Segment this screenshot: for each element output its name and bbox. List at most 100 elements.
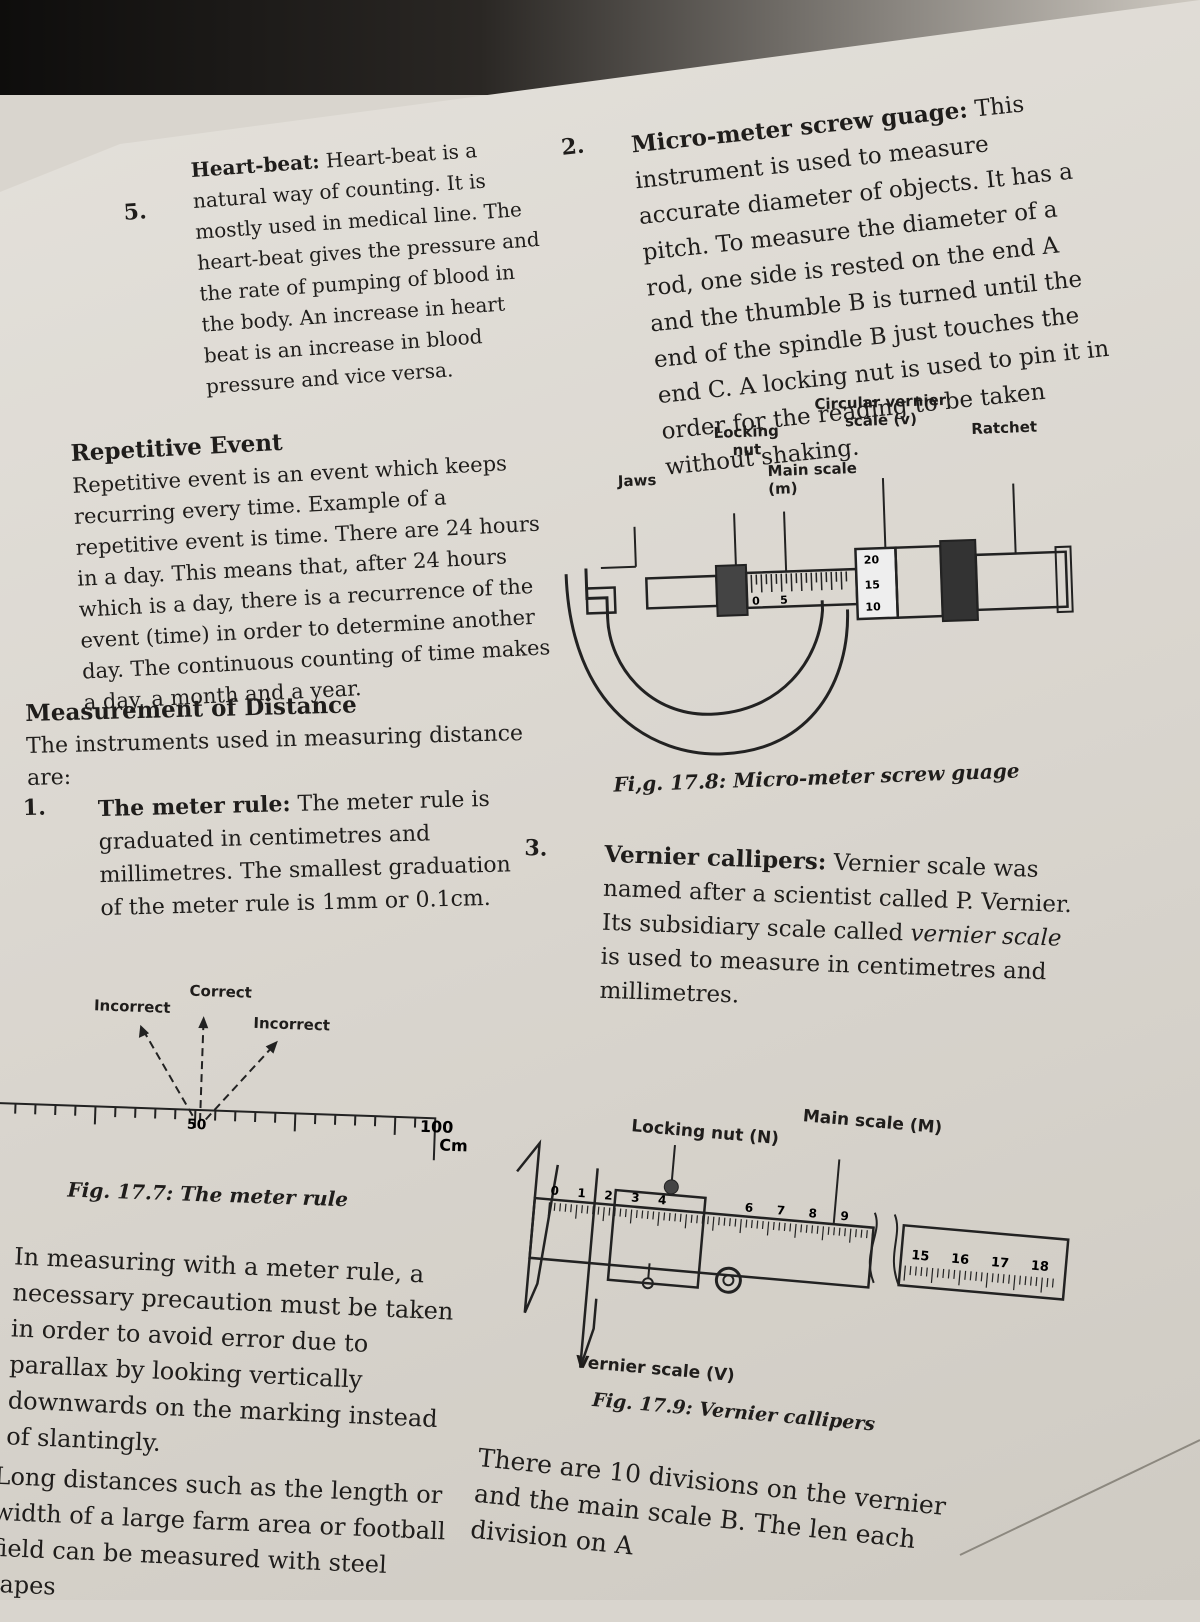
vernier-main-tick (658, 1212, 659, 1226)
vernier-right-tick (959, 1270, 960, 1285)
parallax-paragraph: In measuring with a meter rule, a necess… (6, 1238, 470, 1474)
repetitive-event-section: Repetitive Event Repetitive event is an … (70, 415, 554, 718)
vernier-main-tick (790, 1223, 791, 1231)
vernier-main-tick (839, 1228, 840, 1236)
circular-mark-15: 15 (864, 578, 880, 592)
meter-rule-tick (295, 1113, 296, 1131)
vernier-main-tick (812, 1225, 813, 1233)
vernier-right-tick (1025, 1276, 1026, 1285)
main-scale-tick (821, 572, 822, 590)
vernier-main-tick (565, 1204, 566, 1212)
figure-micrometer: Locking nut Circular vernier scale (v) R… (540, 380, 1114, 799)
label-circular-vernier: Circular vernier scale (v) (810, 391, 951, 432)
vernier-main-tick (642, 1210, 643, 1218)
vernier-main-tick (806, 1225, 807, 1233)
long-distance-paragraph: Long distances such as the length or wid… (0, 1458, 460, 1622)
item-5-title: Heart-beat: (190, 149, 320, 182)
vernier-number: 16 (950, 1252, 969, 1269)
main-scale-tick (801, 573, 802, 591)
meter-rule-tick (95, 1106, 96, 1124)
vernier-main-tick (719, 1217, 720, 1225)
vernier-main-tick (675, 1213, 676, 1221)
vernier-right-tick (981, 1272, 982, 1281)
main-scale-tick (841, 572, 842, 590)
vernier-main-tick (615, 1208, 616, 1216)
vernier-main-tick (620, 1209, 621, 1217)
vernier-main-tick (767, 1222, 768, 1236)
item-3-text2: is used to measure in centimetres and mi… (599, 944, 1047, 1009)
vernier-main-tick (571, 1204, 572, 1212)
vernier-number: 0 (550, 1183, 560, 1198)
main-scale-tick (831, 572, 832, 590)
item-5: 5. Heart-beat: Heart-beat is a natural w… (120, 131, 556, 408)
vernier-main-tick (845, 1228, 846, 1236)
vernier-number: 17 (990, 1255, 1009, 1272)
vernier-right-tick (916, 1267, 917, 1276)
main-mark-5: 5 (780, 593, 788, 606)
vernier-number: 1 (577, 1186, 587, 1201)
vernier-main-tick (746, 1220, 747, 1228)
vernier-main-tick (817, 1226, 818, 1234)
vernier-main-tick (691, 1215, 692, 1223)
vernier-right-tick (1041, 1278, 1042, 1293)
item-5-number: 5. (123, 198, 148, 226)
vernier-right-tick (931, 1268, 932, 1283)
vernier-right-tick (910, 1266, 911, 1275)
vernier-right-tick (1031, 1277, 1032, 1286)
meter-rule-ticks (0, 1103, 415, 1136)
vernier-main-tick (587, 1206, 588, 1214)
vernier-right-tick (1020, 1276, 1021, 1285)
vernier-main-tick (702, 1216, 703, 1224)
vernier-main-tick (779, 1222, 780, 1230)
unit-cm: Cm (439, 1135, 468, 1155)
vernier-main-tick (647, 1211, 648, 1219)
meter-rule-drawing: 50 100 Cm (0, 995, 499, 1162)
item-3-paragraph: Vernier callipers: Vernier scale was nam… (599, 838, 1085, 1025)
vernier-main-tick (752, 1220, 753, 1228)
vernier-right-tick (986, 1273, 987, 1288)
item-1-title: The meter rule: (98, 791, 291, 822)
vernier-main-tick (576, 1205, 577, 1219)
vernier-main-tick (697, 1215, 698, 1223)
item-1-number: 1. (22, 794, 46, 821)
vernier-main-tick (872, 1231, 873, 1239)
vernier-main-tick (664, 1212, 665, 1220)
measurement-of-distance-section: Measurement of Distance The instruments … (25, 687, 531, 927)
vernier-number: 2 (604, 1188, 614, 1203)
vernier-main-tick (724, 1218, 725, 1226)
vernier-right-tick (1052, 1279, 1053, 1288)
vernier-right-tick (1003, 1274, 1004, 1283)
item-5-paragraph: Heart-beat: Heart-beat is a natural way … (190, 131, 551, 402)
vernier-right-tick (976, 1272, 977, 1281)
vernier-main-tick (740, 1219, 741, 1233)
vernier-number: 4 (658, 1193, 668, 1208)
item-3: 3. Vernier callipers: Vernier scale was … (519, 835, 1095, 1025)
vernier-main-tick (669, 1213, 670, 1221)
main-scale-tick (781, 574, 782, 592)
label-correct: Correct (189, 982, 252, 1002)
meter-rule-tick (395, 1117, 396, 1135)
vernier-right-tick (970, 1271, 971, 1280)
vernier-main-tick (757, 1221, 758, 1229)
vernier-right-tick (1047, 1278, 1048, 1287)
vernier-main-tick (554, 1203, 555, 1211)
item-2-number: 2. (560, 133, 586, 161)
vernier-main-tick (795, 1224, 796, 1238)
vernier-main-tick (850, 1229, 851, 1243)
vernier-number: 18 (1030, 1259, 1049, 1276)
vernier-right-tick (926, 1268, 927, 1277)
vernier-main-tick (801, 1224, 802, 1232)
vernier-main-tick (773, 1222, 774, 1230)
circular-mark-10: 10 (865, 600, 881, 614)
main-scale-tick (771, 574, 772, 592)
vernier-number: 15 (911, 1248, 930, 1265)
vernier-number: 3 (631, 1190, 641, 1205)
mark-50: 50 (187, 1117, 207, 1134)
vernier-right-tick (904, 1266, 905, 1281)
vernier-right-tick (992, 1273, 993, 1282)
vernier-number: 8 (808, 1206, 818, 1221)
main-scale-tick (761, 574, 762, 592)
vernier-main-tick (713, 1217, 714, 1231)
